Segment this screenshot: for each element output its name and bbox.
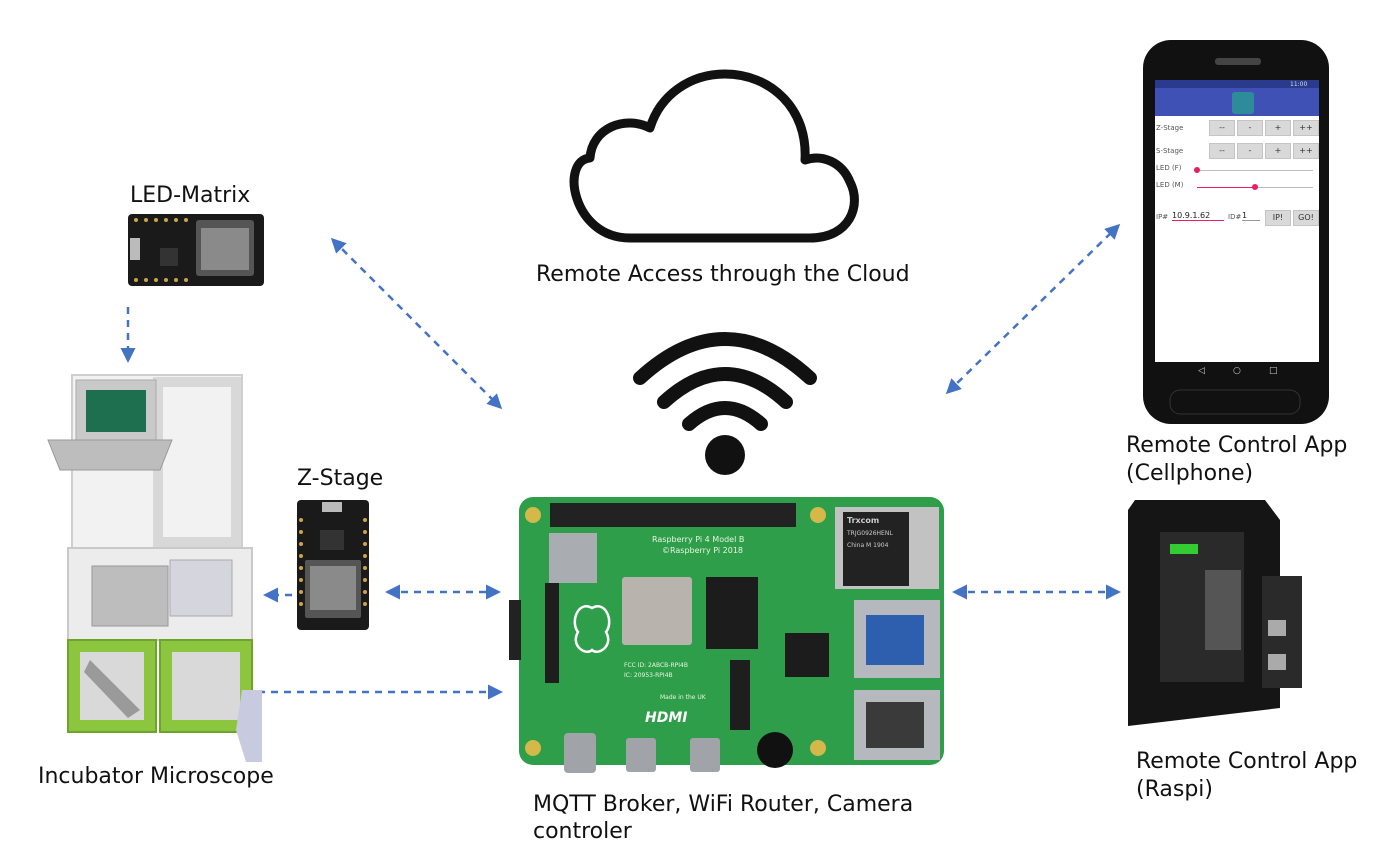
board-made-text: Made in the UK (660, 694, 706, 701)
incubator-microscope (47, 374, 262, 762)
led-m-slider-fill (1197, 187, 1255, 188)
board-model-text: Raspberry Pi 4 Model B (652, 535, 745, 544)
cellphone-label-line1: Remote Control App (1126, 433, 1348, 458)
cellphone-label-line2: (Cellphone) (1126, 461, 1254, 486)
arrow-phone-broker (945, 223, 1121, 395)
z-stage-down-button[interactable]: - (1237, 120, 1263, 136)
led-f-slider[interactable] (1195, 170, 1313, 171)
ethernet-china-text: China M 1904 (847, 542, 889, 549)
home-nav-icon[interactable]: ○ (1233, 366, 1241, 376)
arrow-led-broker (330, 237, 503, 410)
cloud-icon (569, 69, 859, 243)
ethernet-code-text: TRJG0926HENL (847, 530, 893, 537)
led-f-slider-thumb[interactable] (1194, 167, 1200, 173)
led-m-label: LED (M) (1156, 181, 1184, 189)
hdmi-logo-text: HDMI (645, 710, 688, 726)
board-ic-text: IC: 20953-RPI4B (624, 672, 673, 679)
raspberry-pi-board (509, 497, 944, 773)
raspi-label-line1: Remote Control App (1136, 749, 1358, 774)
broker-label-line1: MQTT Broker, WiFi Router, Camera (533, 792, 914, 817)
broker-label-line2: controler (533, 819, 632, 844)
raspberry-logo-icon (573, 605, 611, 653)
board-fcc-text: FCC ID: 2ABCB-RPI4B (624, 662, 688, 669)
cellphone (1143, 40, 1329, 424)
s-stage-down-button[interactable]: - (1237, 143, 1263, 159)
board-copyright-text: ©Raspberry Pi 2018 (662, 546, 744, 555)
z-stage-up-button[interactable]: + (1265, 120, 1291, 136)
ip-label: IP# (1156, 213, 1169, 221)
cloud-label: Remote Access through the Cloud (536, 262, 910, 287)
z-stage-fast-down-button[interactable]: -- (1209, 120, 1235, 136)
raspi-display (1128, 500, 1302, 726)
s-stage-label: S-Stage (1156, 147, 1184, 155)
id-label: ID# (1228, 213, 1242, 221)
id-input[interactable]: 1 (1242, 211, 1260, 221)
back-nav-icon[interactable]: ◁ (1198, 366, 1205, 376)
raspi-label-line2: (Raspi) (1136, 777, 1213, 802)
led-matrix-label: LED-Matrix (130, 183, 251, 208)
incubator-label: Incubator Microscope (38, 764, 274, 789)
app-logo-icon (1232, 92, 1254, 114)
wifi-dot-icon (705, 435, 745, 475)
s-stage-up-button[interactable]: + (1265, 143, 1291, 159)
z-stage-label-main: Z-Stage (297, 466, 384, 491)
s-stage-fast-up-button[interactable]: ++ (1293, 143, 1319, 159)
led-matrix-board (128, 214, 264, 286)
z-stage-label: Z-Stage (1156, 124, 1184, 132)
ip-button[interactable]: IP! (1265, 210, 1291, 226)
z-stage-board (297, 500, 369, 630)
ip-input[interactable]: 10.9.1.62 (1172, 211, 1224, 221)
phone-status-time: 11:00 (1290, 81, 1308, 88)
z-stage-fast-up-button[interactable]: ++ (1293, 120, 1319, 136)
recents-nav-icon[interactable]: □ (1269, 366, 1278, 376)
ethernet-brand-text: Trxcom (847, 516, 880, 525)
s-stage-fast-down-button[interactable]: -- (1209, 143, 1235, 159)
led-f-label: LED (F) (1156, 164, 1182, 172)
led-m-slider-thumb[interactable] (1252, 184, 1258, 190)
wifi-icon (633, 332, 817, 431)
go-button[interactable]: GO! (1293, 210, 1319, 226)
